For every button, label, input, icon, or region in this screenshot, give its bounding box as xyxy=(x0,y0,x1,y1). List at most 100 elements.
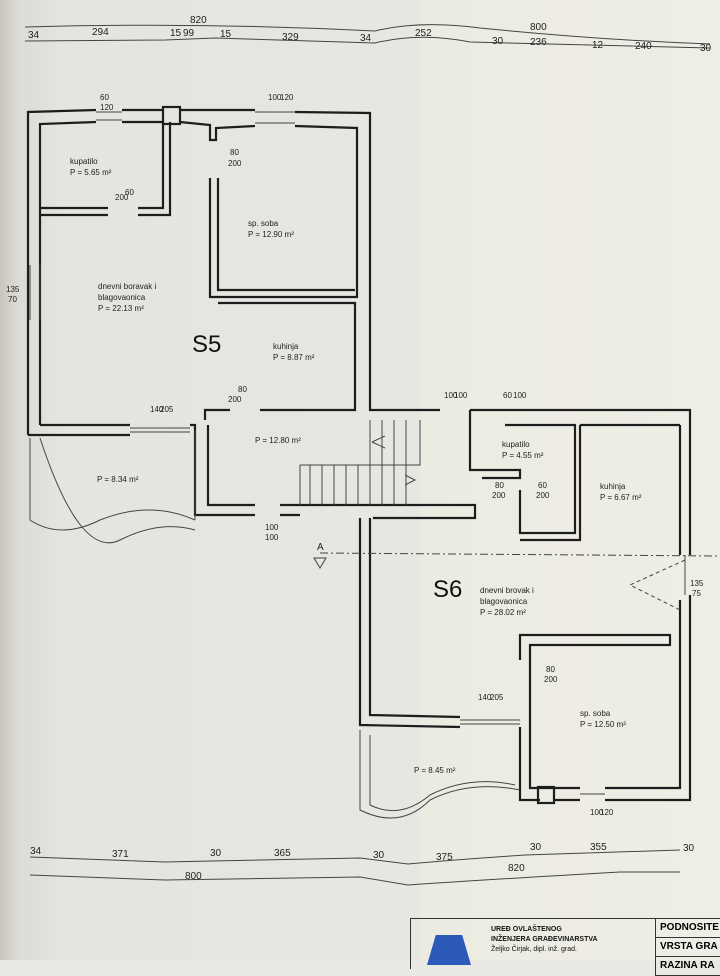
dim-top-seg: 294 xyxy=(92,27,109,38)
room-area: P = 8.34 m² xyxy=(97,475,139,484)
room-name: kuhinja xyxy=(273,342,299,351)
office-info: UREĐ OVLAŠTENOG INŽENJERA GRAĐEVINARSTVA… xyxy=(491,925,598,955)
window-label: 120 xyxy=(100,103,114,112)
dim-bottom-seg: 30 xyxy=(530,842,542,853)
unit-s5-walls xyxy=(26,105,477,544)
room-area: P = 6.67 m² xyxy=(600,493,642,502)
door-label: 200 xyxy=(492,491,506,500)
dim-bottom-seg: 355 xyxy=(590,842,607,853)
dim-top-seg: 34 xyxy=(28,30,40,41)
room-name: dnevni boravak i xyxy=(98,282,156,291)
door-label: 80 xyxy=(546,665,555,674)
room-name: blagovaonica xyxy=(98,293,146,302)
dim-bottom-seg: 30 xyxy=(210,848,222,859)
dim-bottom-seg: 365 xyxy=(274,848,291,859)
door-label: 80 xyxy=(238,385,247,394)
office-line-1: UREĐ OVLAŠTENOG xyxy=(491,926,562,933)
room-name: kupatilo xyxy=(502,440,530,449)
unit-label-s5: S5 xyxy=(192,331,221,358)
unit-s6-walls xyxy=(358,408,692,819)
window-label: 70 xyxy=(8,295,17,304)
section-arrow-icon xyxy=(313,557,327,569)
window-label: 135 xyxy=(690,579,704,588)
room-name: dnevni brovak i xyxy=(480,586,534,595)
dim-bottom-seg: 34 xyxy=(30,846,42,857)
window-label: 100 xyxy=(513,391,527,400)
window-label: 100 xyxy=(268,93,282,102)
paper-left-sheet xyxy=(0,0,420,960)
unit-s6-labels: S6 kupatilo P = 4.55 m² kuhinja P = 6.67… xyxy=(414,440,642,775)
section-marker: A xyxy=(317,542,324,553)
room-area: P = 12.90 m² xyxy=(248,230,294,239)
dim-top-seg: 236 xyxy=(530,37,547,48)
room-area: P = 12.50 m² xyxy=(580,720,626,729)
door-label: 60 xyxy=(538,481,547,490)
room-area: P = 28.02 m² xyxy=(480,608,526,617)
bottom-dimension-lines: 34 371 30 365 30 375 30 355 30 800 820 xyxy=(29,842,695,886)
room-name: sp. soba xyxy=(580,709,611,718)
dim-top-total-1: 820 xyxy=(190,15,207,26)
dim-top-seg: 252 xyxy=(415,28,432,39)
unit-s5-labels: S5 kupatilo P = 5.65 m² sp. soba P = 12.… xyxy=(70,157,315,484)
dim-top-total-2: 800 xyxy=(530,22,547,33)
opening-labels: 60 120 100 120 80 200 200 60 135 70 80 2… xyxy=(6,93,704,817)
field-applicant: PODNOSITE xyxy=(656,919,720,938)
dim-top-seg: 12 xyxy=(592,40,604,51)
room-area: P = 5.65 m² xyxy=(70,168,112,177)
window-label: 120 xyxy=(280,93,294,102)
window-label: 75 xyxy=(692,589,701,598)
room-name: sp. soba xyxy=(248,219,279,228)
door-label: 205 xyxy=(490,693,504,702)
room-area: P = 22.13 m² xyxy=(98,304,144,313)
window-label: 120 xyxy=(600,808,614,817)
dim-bottom-seg: 30 xyxy=(373,850,385,861)
door-label: 140 xyxy=(150,405,164,414)
title-block-fields: PODNOSITE VRSTA GRA RAZINA RA xyxy=(655,919,720,976)
dim-bottom-total-2: 820 xyxy=(508,863,525,874)
dim-bottom-seg: 30 xyxy=(683,843,695,854)
office-logo xyxy=(427,935,471,965)
window-label: 60 xyxy=(100,93,109,102)
room-name: blagovaonica xyxy=(480,597,528,606)
door-label: 200 xyxy=(228,395,242,404)
room-name: kuhinja xyxy=(600,482,626,491)
chimney-icon xyxy=(161,105,182,126)
window-label: 100 xyxy=(265,533,279,542)
dim-top-seg: 30 xyxy=(700,43,712,54)
window-label: 135 xyxy=(6,285,20,294)
window-label: 100 xyxy=(444,391,458,400)
dim-bottom-seg: 375 xyxy=(436,852,453,863)
dim-top-seg: 15 xyxy=(220,29,232,40)
door-label: 80 xyxy=(230,148,239,157)
dim-top-seg: 34 xyxy=(360,33,372,44)
room-area: P = 8.87 m² xyxy=(273,353,315,362)
chimney-icon xyxy=(536,785,556,805)
section-line xyxy=(319,552,720,557)
dim-bottom-seg: 371 xyxy=(112,849,129,860)
room-name: kupatilo xyxy=(70,157,98,166)
staircase xyxy=(299,420,421,505)
room-area: P = 4.55 m² xyxy=(502,451,544,460)
dim-top-seg: 329 xyxy=(282,32,299,43)
door-label: 80 xyxy=(495,481,504,490)
title-block: UREĐ OVLAŠTENOG INŽENJERA GRAĐEVINARSTVA… xyxy=(410,918,720,976)
window-label: 100 xyxy=(454,391,468,400)
dim-bottom-total-1: 800 xyxy=(185,871,202,882)
room-area: P = 12.80 m² xyxy=(255,436,301,445)
window-label: 100 xyxy=(265,523,279,532)
top-dimension-lines: 820 800 34 294 15 99 15 329 34 252 30 23… xyxy=(24,15,712,54)
window-label: 100 xyxy=(590,808,604,817)
field-construction-type: VRSTA GRA xyxy=(656,938,720,957)
door-label: 200 xyxy=(536,491,550,500)
dim-top-seg: 30 xyxy=(492,36,504,47)
engineer-name: Željko Čirjak, dipl. inž. grad. xyxy=(491,946,577,953)
dim-top-seg: 240 xyxy=(635,41,652,52)
door-label: 140 xyxy=(478,693,492,702)
door-label: 60 xyxy=(125,188,134,197)
door-label: 200 xyxy=(115,193,129,202)
office-line-2: INŽENJERA GRAĐEVINARSTVA xyxy=(491,936,598,943)
dim-top-seg: 15 xyxy=(170,28,182,39)
door-label: 200 xyxy=(544,675,558,684)
door-label: 200 xyxy=(228,159,242,168)
